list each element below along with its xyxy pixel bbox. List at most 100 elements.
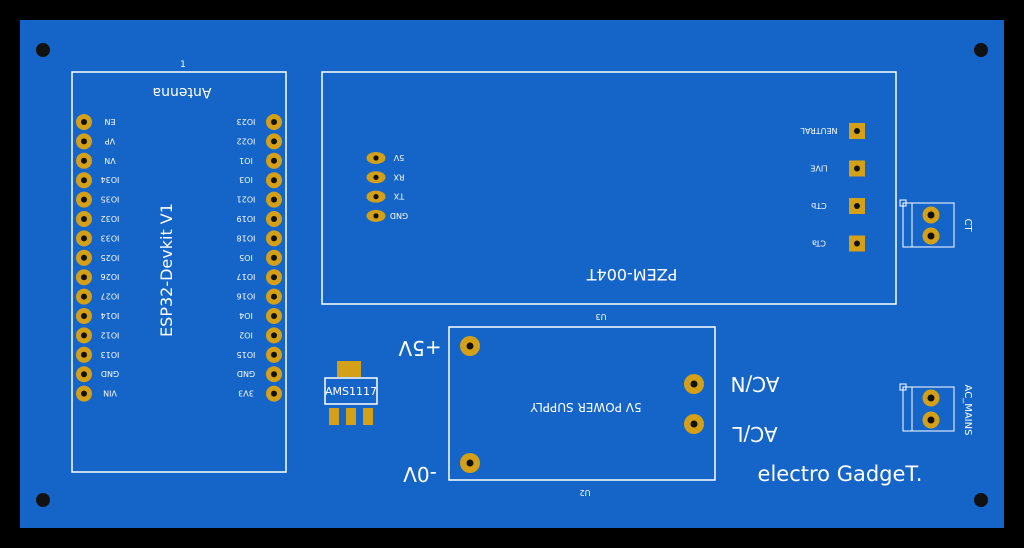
esp32-left-pin-label-io33: IO33 [101, 233, 120, 242]
esp32-left-pin-hole-io35 [81, 196, 87, 203]
mounting-hole-bottom-right [974, 493, 988, 507]
esp32-right-pin-hole-io17 [271, 274, 277, 281]
power-supply-module: 5V POWER SUPPLY U2 +5V -0V AC/N AC/L [398, 326, 780, 497]
esp32-right-pin-label-io23: IO23 [237, 117, 256, 126]
ct-terminal-hole-1 [927, 211, 935, 219]
ct-terminal-hole-2 [927, 232, 935, 240]
esp32-left-pin-hole-io12 [81, 332, 87, 339]
pzem-power-pin-hole-ctb [854, 203, 860, 209]
esp32-left-pin-label-gnd: GND [101, 369, 119, 378]
esp32-left-pin-hole-io32 [81, 216, 87, 222]
pzem-power-pin-label-live: LIVE [810, 164, 827, 173]
esp32-left-pin-hole-io13 [81, 351, 87, 358]
esp32-left-pin-label-io14: IO14 [101, 311, 120, 320]
esp32-right-pin-label-io18: IO18 [237, 233, 256, 242]
pzem-uart-pin-label-5v: 5V [393, 153, 404, 162]
regulator-pin-2 [346, 408, 356, 425]
pzem-uart-pin-hole-rx [373, 174, 379, 180]
esp32-right-pin-hole-gnd [271, 371, 277, 378]
esp32-right-pin-hole-io18 [271, 235, 277, 242]
ct-terminal-label: CT [962, 218, 973, 232]
esp32-left-pin-label-io12: IO12 [101, 330, 120, 339]
esp32-right-pin-label-io15: IO15 [237, 350, 256, 359]
esp32-right-pin-label-3v3: 3V3 [238, 389, 254, 398]
pzem-uart-pin-hole-tx [373, 194, 379, 200]
esp32-left-pin-hole-io33 [81, 235, 87, 242]
pzem-uart-pin-hole-5v [373, 155, 379, 161]
ams1117-regulator: AMS1117 [324, 361, 378, 425]
esp32-right-pin-hole-io19 [271, 216, 277, 222]
esp32-pin1-marker: 1 [180, 60, 186, 70]
mains-terminal-hole-2 [927, 416, 935, 424]
pzem-uart-pin-label-gnd: GND [390, 211, 408, 220]
esp32-antenna-label: Antenna [153, 84, 212, 100]
esp32-outline [71, 71, 287, 473]
esp32-right-pin-hole-io4 [271, 313, 277, 319]
esp32-left-pin-hole-vp [81, 138, 87, 145]
esp32-left-pin-hole-gnd [81, 371, 87, 378]
esp32-right-pin-hole-3v3 [271, 390, 277, 397]
psu-pad-plus-hole [466, 342, 474, 350]
esp32-right-pin-hole-io15 [271, 351, 277, 358]
mounting-hole-top-right [974, 43, 988, 57]
esp32-left-pin-hole-vin [81, 390, 87, 397]
esp32-right-pin-label-io2: IO2 [239, 330, 253, 339]
esp32-right-pin-hole-io5 [271, 254, 277, 261]
esp32-left-pin-hole-io14 [81, 313, 87, 319]
esp32-left-pin-label-vn: VN [104, 156, 115, 165]
psu-acn-label: AC/N [731, 372, 780, 396]
esp32-left-pin-label-io32: IO32 [101, 214, 120, 223]
psu-pad-minus-hole [466, 459, 474, 467]
esp32-right-pin-label-io21: IO21 [237, 195, 256, 204]
psu-plus-label: +5V [398, 336, 441, 360]
esp32-right-pin-hole-io16 [271, 293, 277, 300]
esp32-right-pin-hole-io2 [271, 332, 277, 339]
esp32-right-header: IO23IO22IO1IO3IO21IO19IO18IO5IO17IO16IO4… [237, 114, 282, 402]
esp32-right-pin-hole-io23 [271, 119, 277, 125]
ct-terminal-outline [902, 202, 955, 248]
mains-terminal-outline [902, 386, 955, 432]
psu-outline [448, 326, 716, 481]
esp32-left-pin-label-io25: IO25 [101, 253, 120, 262]
pzem-power-pin-hole-cta [854, 240, 860, 247]
esp32-left-header: ENVPVNIO34IO35IO32IO33IO25IO26IO27IO14IO… [76, 114, 119, 402]
esp32-left-pin-label-en: EN [104, 117, 115, 126]
pzem-power-pin-hole-neutral [854, 128, 860, 134]
ac-mains-terminal-block: AC_MAINS [899, 383, 973, 435]
esp32-right-pin-hole-io22 [271, 138, 277, 145]
pzem-power-pin-label-ctb: CTb [811, 201, 827, 210]
esp32-left-pin-label-io34: IO34 [101, 175, 120, 184]
mains-terminal-hole-1 [927, 394, 935, 402]
mounting-hole-bottom-left [36, 493, 50, 507]
pzem-power-pin-label-cta: CTa [812, 239, 826, 248]
esp32-right-pin-hole-io3 [271, 177, 277, 184]
mounting-hole-top-left [36, 43, 50, 57]
esp32-left-pin-label-io26: IO26 [101, 272, 120, 281]
regulator-pin-1 [329, 408, 339, 425]
esp32-right-pin-label-io22: IO22 [237, 136, 256, 145]
board-substrate [20, 20, 1004, 528]
pzem-uart-pin-label-tx: TX [393, 192, 405, 201]
pzem-power-pin-hole-live [854, 165, 860, 172]
psu-ref: U2 [580, 488, 591, 497]
esp32-left-pin-label-vin: VIN [103, 389, 117, 398]
regulator-label: AMS1117 [325, 385, 377, 398]
pzem-outline [321, 71, 897, 305]
psu-acl-label: AC/L [732, 422, 778, 446]
esp32-left-pin-hole-vn [81, 157, 87, 164]
esp32-right-pin-label-io1: IO1 [239, 156, 253, 165]
regulator-pin-3 [363, 408, 373, 425]
pzem-uart-pin-label-rx: RX [393, 172, 405, 181]
esp32-right-pin-hole-io1 [271, 157, 277, 164]
esp32-left-pin-hole-en [81, 119, 87, 125]
esp32-right-pin-label-io19: IO19 [237, 214, 256, 223]
esp32-left-pin-hole-io26 [81, 274, 87, 281]
psu-pad-acn-hole [690, 380, 698, 388]
pzem-uart-pin-hole-gnd [373, 213, 379, 219]
pzem-power-pin-label-neutral: NEUTRAL [800, 126, 837, 135]
esp32-right-pin-label-io3: IO3 [239, 175, 253, 184]
esp32-right-pin-label-gnd: GND [237, 369, 255, 378]
